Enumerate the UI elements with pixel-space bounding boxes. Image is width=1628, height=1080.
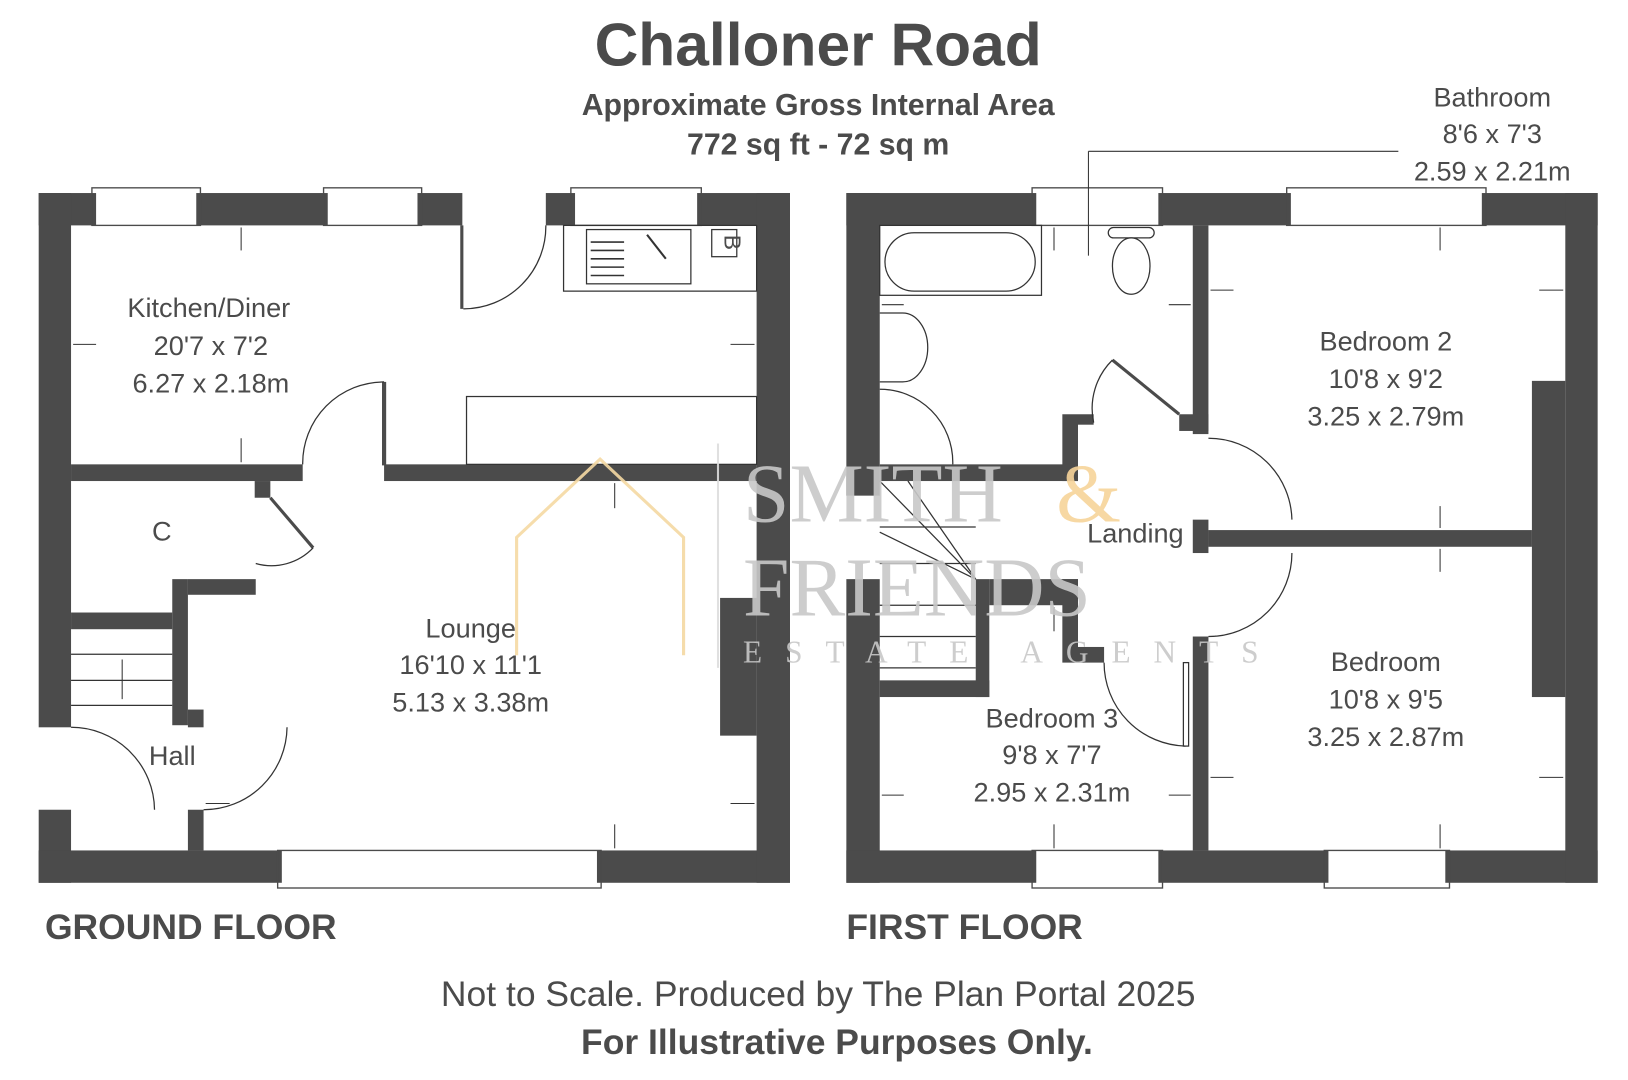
title: Challoner Road: [595, 11, 1042, 79]
watermark-line1: SMITH: [743, 449, 1003, 541]
subtitle: Approximate Gross Internal Area: [582, 89, 1056, 122]
boiler-label: B: [719, 235, 745, 250]
watermark-line2: FRIENDS: [743, 543, 1091, 635]
svg-text:Bedroom 3: Bedroom 3: [986, 702, 1119, 733]
first-floor-plan: Bathroom 8'6 x 7'3 2.59 x 2.21m Bedroom …: [846, 81, 1598, 947]
footer-disclaimer: For Illustrative Purposes Only.: [581, 1022, 1093, 1062]
gross-area: 772 sq ft - 72 sq m: [687, 128, 949, 161]
svg-text:Lounge: Lounge: [425, 613, 516, 644]
svg-text:Bedroom: Bedroom: [1331, 646, 1441, 677]
svg-text:3.25 x 2.87m: 3.25 x 2.87m: [1307, 721, 1464, 752]
room-bedroom: Bedroom 10'8 x 9'5 3.25 x 2.87m: [1307, 646, 1464, 752]
watermark-line3: ESTATE AGENTS: [743, 635, 1281, 670]
room-landing: Landing: [1087, 518, 1184, 549]
svg-text:Bedroom 2: Bedroom 2: [1319, 326, 1452, 357]
watermark: SMITH & FRIENDS ESTATE AGENTS: [515, 443, 1281, 670]
first-floor-label: FIRST FLOOR: [846, 907, 1082, 947]
room-cupboard: C: [152, 516, 172, 547]
svg-text:6.27 x 2.18m: 6.27 x 2.18m: [132, 367, 289, 398]
svg-text:10'8 x 9'2: 10'8 x 9'2: [1329, 363, 1443, 394]
svg-text:20'7 x 7'2: 20'7 x 7'2: [154, 330, 268, 361]
svg-text:2.95 x 2.31m: 2.95 x 2.31m: [973, 776, 1130, 807]
svg-text:8'6 x 7'3: 8'6 x 7'3: [1443, 118, 1542, 149]
room-hall: Hall: [149, 740, 196, 771]
svg-text:5.13 x 3.38m: 5.13 x 3.38m: [392, 687, 549, 718]
svg-text:16'10 x 11'1: 16'10 x 11'1: [399, 649, 542, 680]
svg-text:10'8 x 9'5: 10'8 x 9'5: [1329, 684, 1443, 715]
watermark-amp: &: [1056, 449, 1121, 541]
room-bedroom-2: Bedroom 2 10'8 x 9'2 3.25 x 2.79m: [1307, 326, 1464, 432]
footer-note: Not to Scale. Produced by The Plan Porta…: [441, 974, 1196, 1014]
svg-text:9'8 x 7'7: 9'8 x 7'7: [1002, 739, 1101, 770]
ground-floor-label: GROUND FLOOR: [45, 907, 337, 947]
svg-text:Bathroom: Bathroom: [1433, 81, 1551, 112]
room-lounge: Lounge 16'10 x 11'1 5.13 x 3.38m: [392, 613, 549, 718]
svg-text:3.25 x 2.79m: 3.25 x 2.79m: [1307, 401, 1464, 432]
ground-floor-plan: B Kitchen/Diner 20'7 x 7'2 6.27 x 2.18m …: [38, 187, 790, 947]
svg-text:Kitchen/Diner: Kitchen/Diner: [127, 292, 290, 323]
room-bedroom-3: Bedroom 3 9'8 x 7'7 2.95 x 2.31m: [973, 702, 1130, 807]
room-kitchen-diner: Kitchen/Diner 20'7 x 7'2 6.27 x 2.18m: [127, 292, 290, 398]
room-bathroom: Bathroom 8'6 x 7'3 2.59 x 2.21m: [1414, 81, 1571, 186]
svg-text:2.59 x 2.21m: 2.59 x 2.21m: [1414, 156, 1571, 187]
